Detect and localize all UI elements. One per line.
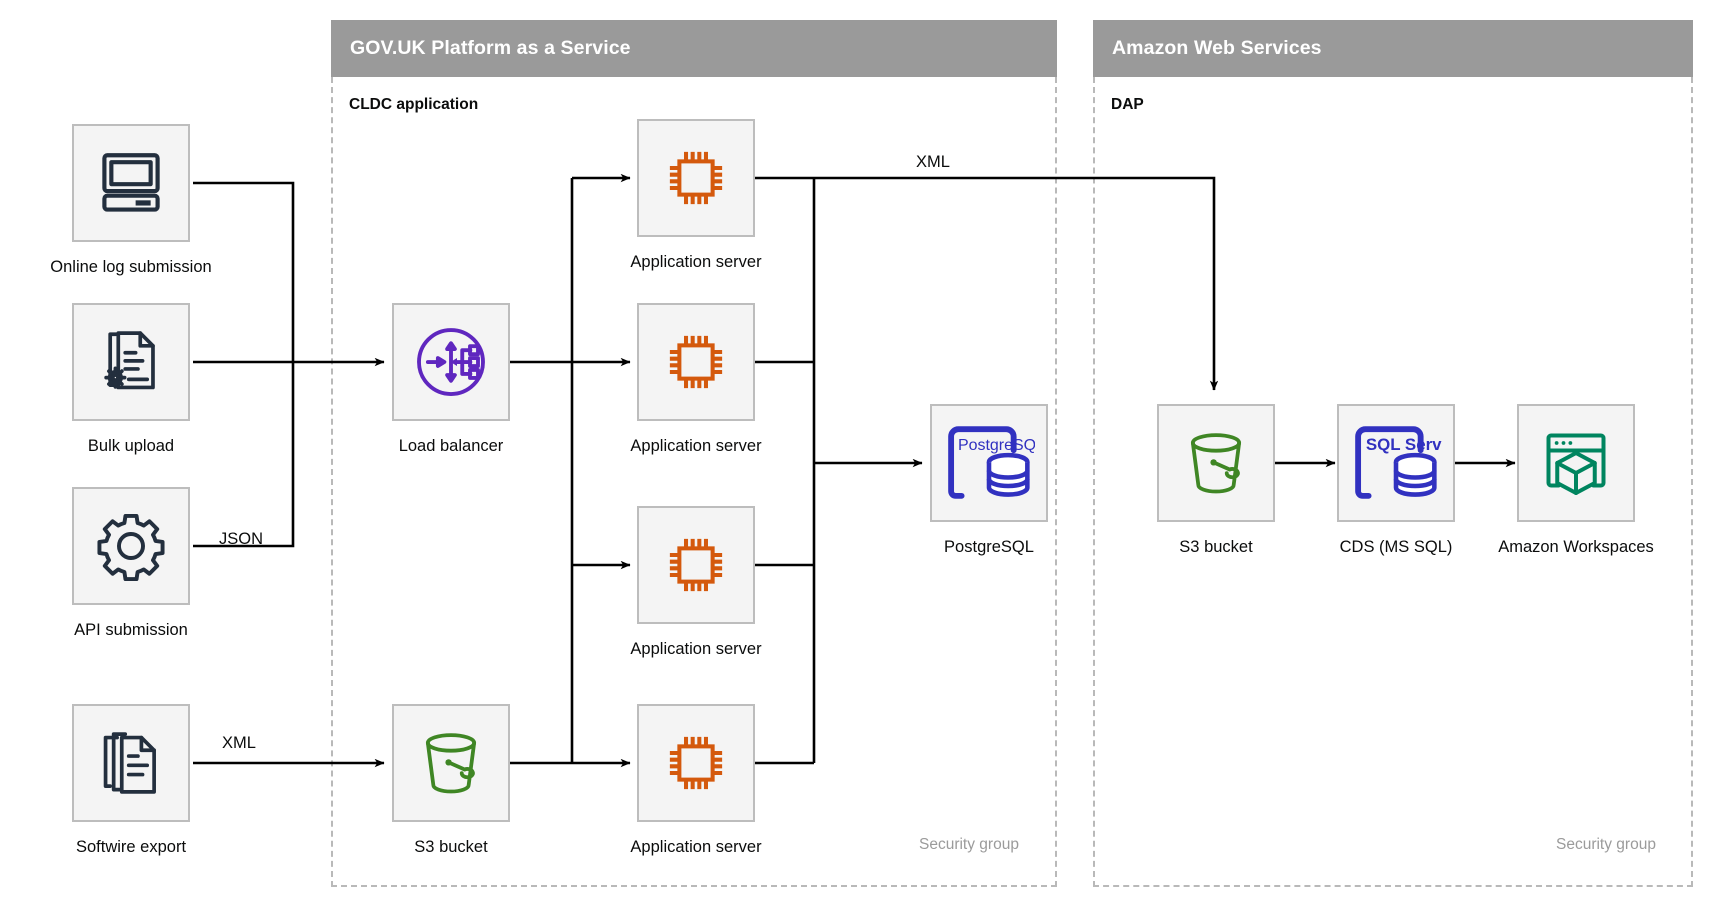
node-icon-box: [72, 303, 190, 421]
svg-text:PostgreSQL: PostgreSQL: [958, 437, 1035, 454]
gear-icon: [97, 513, 165, 582]
node-application-server-2[interactable]: Application server: [630, 303, 762, 455]
group-subtitle-cldc: CLDC application: [349, 96, 479, 113]
node-bulk-upload[interactable]: Bulk upload: [72, 303, 190, 455]
node-label: Softwire export: [75, 838, 187, 856]
cpu-chip-icon: [669, 335, 723, 389]
node-label: Application server: [630, 253, 762, 271]
cpu-chip-icon: [669, 151, 723, 205]
group-footer-paas: Security group: [919, 836, 1019, 853]
node-cds-ms-sql[interactable]: SQL Server CDS (MS SQL): [1337, 404, 1455, 556]
node-label: Load balancer: [398, 437, 504, 455]
postgresql-icon: PostgreSQL: [948, 426, 1035, 499]
node-label: PostgreSQL: [944, 538, 1034, 556]
node-icon-box: PostgreSQL: [930, 404, 1048, 522]
desktop-computer-icon: [102, 153, 160, 212]
edge-label-json: JSON: [219, 530, 264, 548]
node-icon-box: SQL Server: [1337, 404, 1455, 522]
node-label: CDS (MS SQL): [1339, 538, 1453, 556]
s3-bucket-icon: [425, 733, 477, 794]
group-subtitle-dap: DAP: [1111, 96, 1144, 113]
node-icon-box: [1517, 404, 1635, 522]
node-icon-box: [72, 124, 190, 242]
node-icon-box: [72, 704, 190, 822]
node-label: API submission: [74, 621, 188, 639]
node-s3-bucket-paas[interactable]: S3 bucket: [392, 704, 510, 856]
node-label: Application server: [630, 838, 762, 856]
node-icon-box: [637, 119, 755, 237]
node-icon-box: [637, 506, 755, 624]
cpu-chip-icon: [669, 538, 723, 592]
document-stack-icon: [103, 732, 156, 794]
svg-text:SQL Server: SQL Server: [1366, 435, 1442, 454]
group-body-aws: [1093, 77, 1693, 887]
node-softwire-export[interactable]: Softwire export: [72, 704, 190, 856]
node-online-log-submission[interactable]: Online log submission: [50, 124, 212, 276]
group-body-paas: [331, 77, 1057, 887]
node-icon-box: [1157, 404, 1275, 522]
node-label: S3 bucket: [414, 838, 488, 856]
workspaces-icon: [1546, 433, 1606, 495]
node-application-server-1[interactable]: Application server: [630, 119, 762, 271]
node-icon-box: [392, 303, 510, 421]
node-icon-box: [72, 487, 190, 605]
edge-label-xml-left: XML: [222, 734, 256, 752]
node-api-submission[interactable]: API submission: [72, 487, 190, 639]
node-icon-box: [392, 704, 510, 822]
sql-server-icon: SQL Server: [1355, 426, 1442, 499]
node-application-server-3[interactable]: Application server: [630, 506, 762, 658]
node-label: Application server: [630, 640, 762, 658]
node-amazon-workspaces[interactable]: Amazon Workspaces: [1498, 404, 1654, 556]
group-header-paas: GOV.UK Platform as a Service: [331, 20, 1057, 77]
document-gear-icon: [104, 331, 155, 390]
load-balancer-icon: [417, 328, 485, 396]
node-application-server-4[interactable]: Application server: [630, 704, 762, 856]
group-header-aws-label: Amazon Web Services: [1112, 37, 1322, 59]
edge-label-xml-top: XML: [916, 153, 950, 171]
group-header-paas-label: GOV.UK Platform as a Service: [350, 37, 631, 59]
s3-bucket-icon: [1190, 433, 1242, 494]
node-label: Bulk upload: [87, 437, 175, 455]
group-header-aws: Amazon Web Services: [1093, 20, 1693, 77]
node-label: S3 bucket: [1179, 538, 1253, 556]
node-s3-bucket-aws[interactable]: S3 bucket: [1157, 404, 1275, 556]
node-icon-box: [637, 303, 755, 421]
node-postgresql[interactable]: PostgreSQL PostgreSQL: [930, 404, 1048, 556]
node-icon-box: [637, 704, 755, 822]
node-label: Online log submission: [50, 258, 212, 276]
cpu-chip-icon: [669, 736, 723, 790]
node-load-balancer[interactable]: Load balancer: [392, 303, 510, 455]
node-label: Amazon Workspaces: [1498, 538, 1654, 556]
group-footer-aws: Security group: [1556, 836, 1656, 853]
node-label: Application server: [630, 437, 762, 455]
